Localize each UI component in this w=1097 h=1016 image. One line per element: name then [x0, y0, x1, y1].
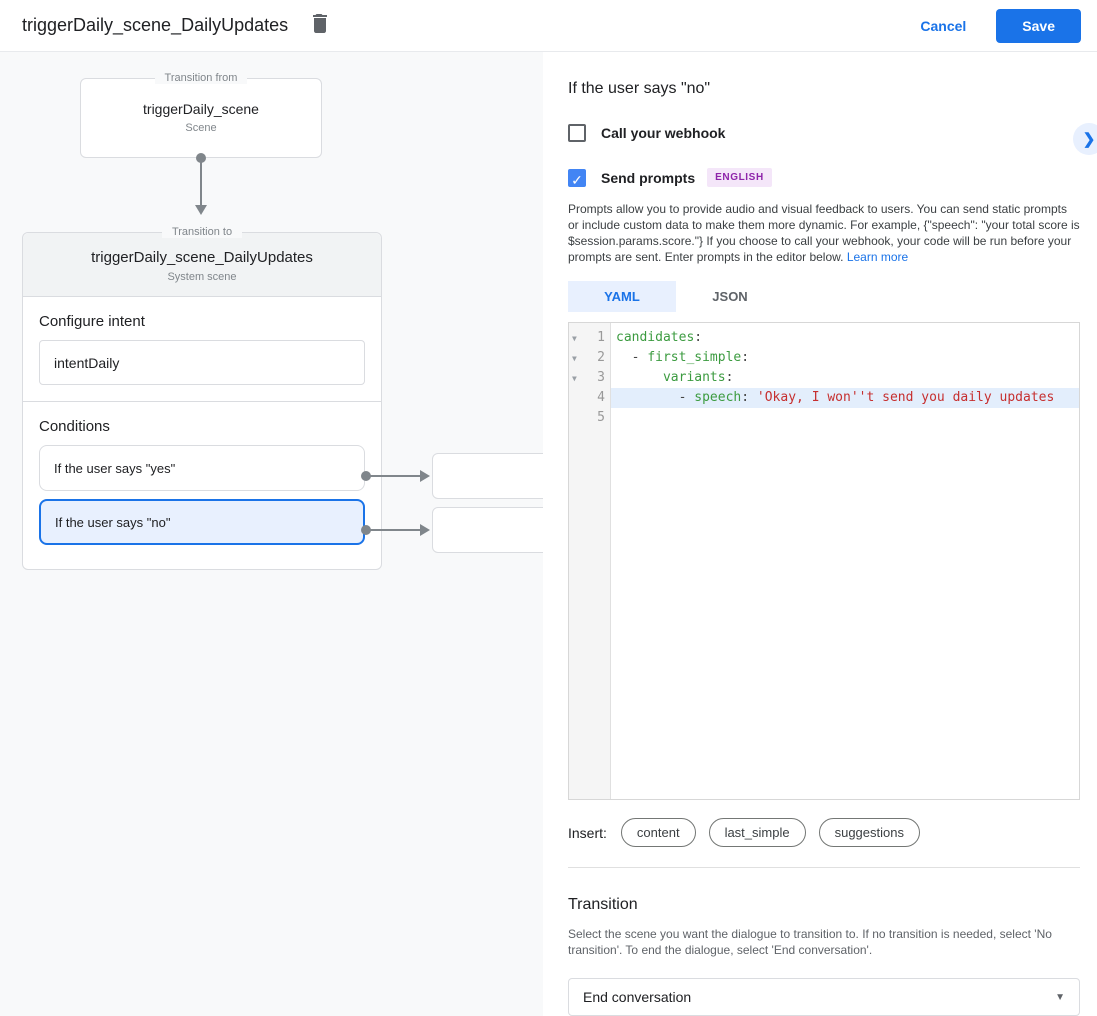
save-button[interactable]: Save — [996, 8, 1081, 43]
transition-to-legend: Transition to — [23, 226, 381, 238]
to-scene-type: System scene — [167, 271, 237, 283]
gutter-line: ▼1 — [569, 328, 610, 348]
code-line: - first_simple: — [616, 350, 750, 365]
editor-gutter: ▼1▼2▼3 4 5 — [569, 323, 611, 799]
condition-item[interactable]: If the user says "no" — [39, 499, 365, 545]
condition-detail-panel: ❯ If the user says "no" Call your webhoo… — [543, 52, 1097, 1016]
conditions-section: Conditions If the user says "yes"If the … — [23, 402, 381, 569]
insert-chips: content last_simple suggestions — [620, 818, 933, 847]
code-line: - speech: 'Okay, I won''t send you daily… — [611, 388, 1079, 408]
code-line — [611, 408, 1079, 428]
send-prompts-label: Send prompts — [601, 169, 696, 186]
learn-more-link[interactable]: Learn more — [846, 250, 909, 264]
edge-line — [200, 157, 202, 207]
insert-chip-last_simple[interactable]: last_simple — [708, 818, 806, 847]
page-title: triggerDaily_scene_DailyUpdates — [22, 15, 289, 35]
code-line: variants: — [662, 370, 734, 385]
condition-no-arrowhead — [420, 524, 430, 536]
configure-intent-section: Configure intent intentDaily — [23, 297, 381, 401]
trash-icon — [311, 14, 329, 37]
to-scene-name: triggerDaily_scene_DailyUpdates — [91, 249, 313, 266]
transition-select[interactable]: End conversation ▼ — [568, 978, 1080, 1016]
condition-no-edge — [366, 529, 420, 531]
cancel-button[interactable]: Cancel — [904, 10, 982, 42]
gutter-line: ▼3 — [569, 368, 610, 388]
transition-heading: Transition — [568, 896, 638, 913]
scene-graph-canvas: Transition from triggerDaily_scene Scene… — [0, 52, 543, 1016]
section-divider — [23, 401, 381, 402]
to-scene-header: triggerDaily_scene_DailyUpdates System s… — [23, 233, 381, 297]
gutter-line: ▼2 — [569, 348, 610, 368]
tab-json[interactable]: JSON — [712, 289, 748, 304]
send-prompts-row: ✓ Send prompts ENGLISH — [568, 168, 1080, 188]
from-scene-name: triggerDaily_scene — [143, 101, 259, 117]
tab-yaml[interactable]: YAML — [568, 281, 676, 312]
fold-arrow-icon[interactable]: ▼ — [572, 334, 577, 343]
configure-intent-label: Configure intent — [39, 313, 145, 330]
chevron-right-icon: ❯ — [1082, 131, 1096, 148]
transition-select-value: End conversation — [583, 989, 692, 1005]
fold-arrow-icon[interactable]: ▼ — [572, 354, 577, 363]
call-webhook-label: Call your webhook — [601, 125, 726, 141]
top-bar: triggerDaily_scene_DailyUpdates Cancel S… — [0, 0, 1097, 52]
transition-to-node[interactable]: Transition to triggerDaily_scene_DailyUp… — [22, 226, 382, 570]
condition-yes-edge — [366, 475, 420, 477]
collapse-panel-button[interactable]: ❯ — [1073, 123, 1097, 155]
insert-chip-suggestions[interactable]: suggestions — [818, 818, 920, 847]
insert-label: Insert: — [568, 824, 607, 841]
editor-format-tabs: YAML JSON — [568, 281, 1080, 312]
condition-no-target-node[interactable] — [432, 507, 543, 553]
yaml-code-editor[interactable]: ▼1▼2▼3 4 5 candidates: - first_simple: var… — [568, 322, 1080, 800]
from-scene-type: Scene — [185, 122, 217, 134]
delete-scene-button[interactable] — [304, 10, 336, 42]
transition-from-node[interactable]: Transition from triggerDaily_scene Scene — [80, 72, 322, 158]
send-prompts-checkbox[interactable]: ✓ — [568, 168, 586, 188]
insert-row: Insert: content last_simple suggestions — [568, 818, 1080, 847]
insert-chip-content[interactable]: content — [620, 818, 696, 847]
condition-yes-arrowhead — [420, 470, 430, 482]
call-webhook-checkbox[interactable] — [568, 124, 586, 142]
intent-field[interactable]: intentDaily — [39, 340, 365, 385]
panel-title: If the user says "no" — [568, 80, 711, 97]
condition-yes-target-node[interactable] — [432, 453, 543, 499]
condition-item[interactable]: If the user says "yes" — [39, 445, 365, 491]
conditions-label: Conditions — [39, 418, 110, 435]
code-line: candidates: — [616, 330, 703, 345]
webhook-row: Call your webhook — [568, 124, 1080, 142]
editor-code-area[interactable]: candidates: - first_simple: variants: - … — [611, 323, 1079, 799]
transition-from-legend: Transition from — [81, 72, 321, 84]
edge-arrowhead — [195, 205, 207, 215]
fold-arrow-icon[interactable]: ▼ — [572, 374, 577, 383]
dropdown-caret-icon: ▼ — [1055, 991, 1065, 1003]
gutter-line: 5 — [597, 410, 605, 425]
prompts-description: Prompts allow you to provide audio and v… — [568, 202, 1080, 264]
transition-description: Select the scene you want the dialogue t… — [568, 927, 1052, 957]
conditions-list: If the user says "yes" If the user says "… — [39, 445, 365, 545]
panel-divider — [568, 867, 1080, 868]
gutter-line: 4 — [597, 390, 605, 405]
language-badge: ENGLISH — [707, 168, 772, 187]
